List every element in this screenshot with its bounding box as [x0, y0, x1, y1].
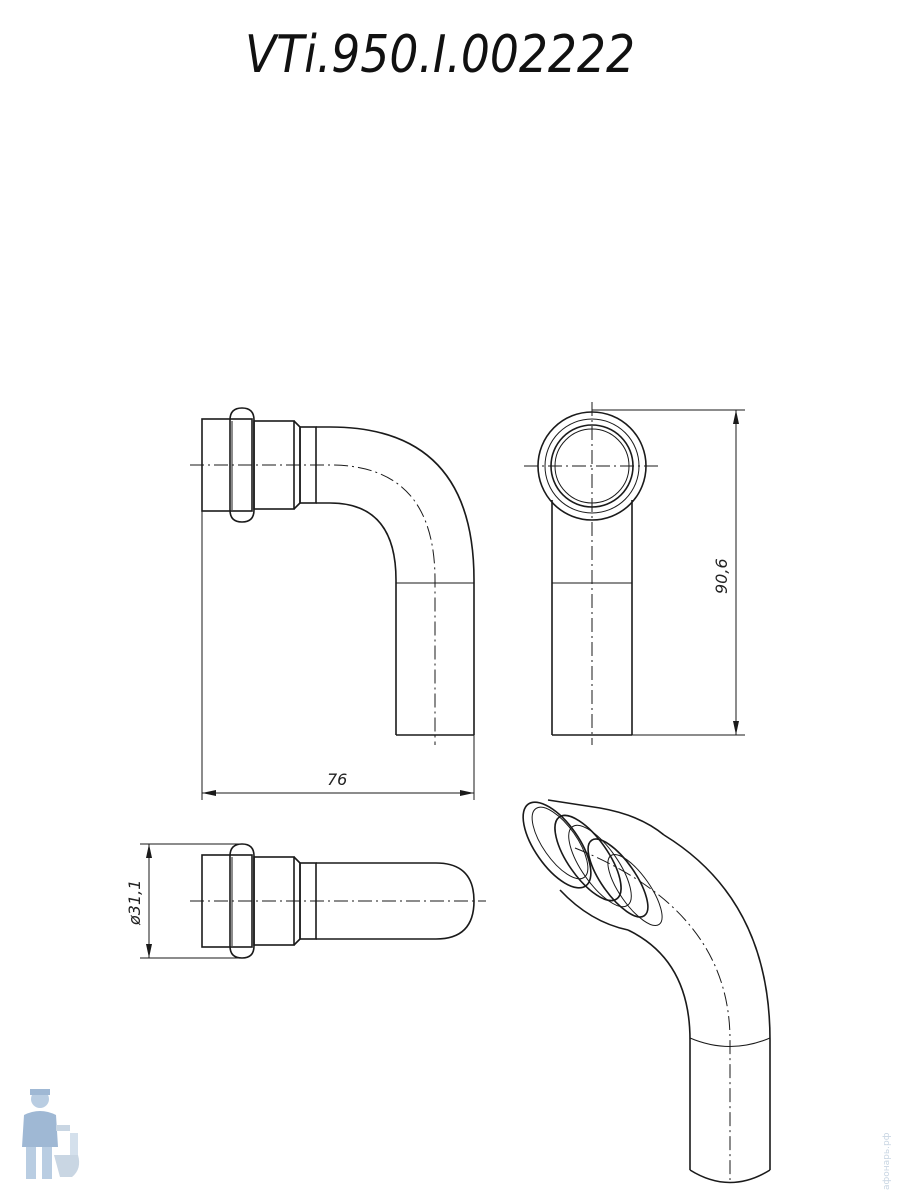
drawing-code-title: VTi.950.I.002222	[245, 25, 635, 85]
dimension-height: 90,6	[592, 409, 745, 736]
dimension-width-label: 76	[327, 770, 347, 789]
dimension-height-label: 90,6	[712, 558, 731, 594]
side-view	[524, 402, 660, 745]
watermark-site-text: афонарь.рф	[882, 1132, 892, 1190]
dimension-diameter-label: ø31,1	[125, 880, 144, 926]
front-view	[190, 407, 475, 745]
plumber-with-toilet-icon	[22, 1089, 80, 1179]
isometric-view	[522, 799, 771, 1184]
dimension-diameter: ø31,1	[125, 843, 242, 959]
top-view	[190, 843, 486, 959]
dimension-width: 76	[201, 511, 475, 800]
